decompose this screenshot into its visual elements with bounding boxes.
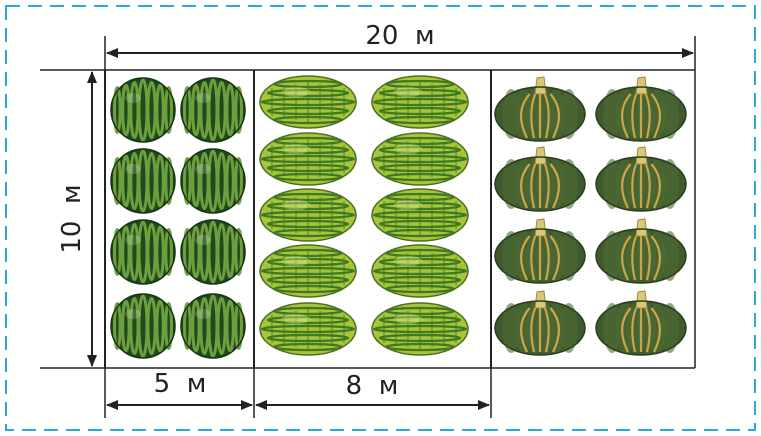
melon-icon <box>259 244 357 298</box>
watermelon-icon <box>110 77 176 143</box>
watermelon-icon <box>180 219 246 285</box>
extension-lines <box>40 36 696 418</box>
total-width-label: 20 м <box>365 21 434 51</box>
melon-icon <box>371 188 469 242</box>
pumpkin-icon <box>494 76 586 142</box>
pumpkin-icon <box>595 146 687 212</box>
pumpkin-icon <box>595 290 687 356</box>
melon-icon <box>259 132 357 186</box>
melon-icon <box>259 75 357 129</box>
watermelon-icon <box>180 293 246 359</box>
melon-icon <box>371 244 469 298</box>
melon-icon <box>371 302 469 356</box>
pumpkin-icon <box>494 290 586 356</box>
plot-outlines <box>104 69 696 369</box>
pumpkin-icon <box>595 218 687 284</box>
melon-icon <box>371 75 469 129</box>
plot2-width-label: 8 м <box>346 371 399 401</box>
watermelon-icon <box>180 148 246 214</box>
watermelon-icon <box>110 219 176 285</box>
plot1-width-label: 5 м <box>154 369 207 399</box>
watermelon-icon <box>110 148 176 214</box>
height-label: 10 м <box>57 184 87 253</box>
pumpkin-icon <box>595 76 687 142</box>
melon-icon <box>371 132 469 186</box>
dashed-frame <box>5 5 756 431</box>
watermelon-icon <box>180 77 246 143</box>
pumpkin-icon <box>494 146 586 212</box>
melon-icon <box>259 302 357 356</box>
melon-icon <box>259 188 357 242</box>
watermelon-icon <box>110 293 176 359</box>
pumpkin-icon <box>494 218 586 284</box>
plots-group <box>110 75 687 359</box>
